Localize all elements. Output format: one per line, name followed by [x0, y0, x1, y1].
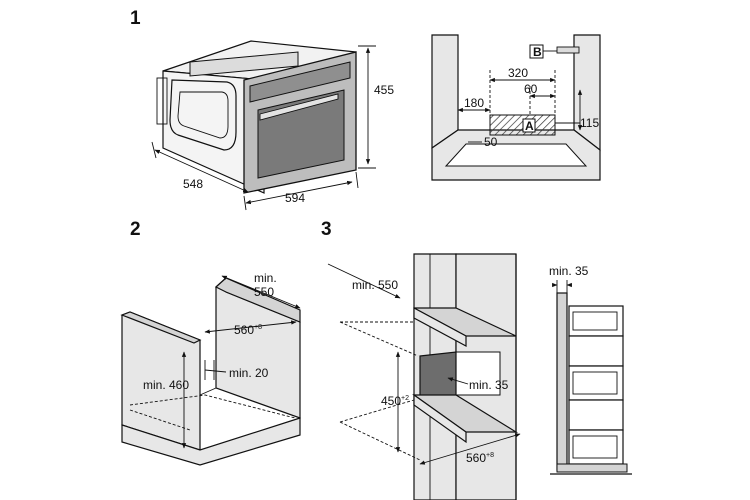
- oven-width-label: 594: [285, 191, 305, 205]
- tall-min550-label: min. 550: [352, 278, 398, 292]
- step-number-2: 2: [130, 219, 141, 240]
- dim-320-label: 320: [508, 66, 528, 80]
- dim-60-label: 60: [524, 82, 538, 96]
- label-b: B: [533, 45, 542, 59]
- undercounter-min550-line2: 550: [254, 285, 274, 299]
- label-a: A: [525, 119, 534, 133]
- cabinet-front-view: [431, 34, 601, 181]
- undercounter-width-label: 560+8: [234, 323, 262, 337]
- side-view-drawing: [550, 280, 632, 475]
- undercounter-min20-label: min. 20: [229, 366, 269, 380]
- dim-115-label: 115: [580, 116, 599, 130]
- tall-unit-drawing: [327, 253, 521, 500]
- step-number-1: 1: [130, 8, 141, 29]
- oven-height-label: 455: [374, 83, 394, 97]
- undercounter-min460-label: min. 460: [143, 378, 189, 392]
- tall-min35-label: min. 35: [469, 378, 509, 392]
- step-number-3: 3: [321, 219, 332, 240]
- tall-height-label: 450+2: [381, 394, 409, 408]
- tall-width-label: 560+8: [466, 451, 494, 465]
- undercounter-min550-line1: min.: [254, 271, 277, 285]
- dim-50-label: 50: [484, 135, 498, 149]
- oven-isometric-drawing: [151, 40, 376, 211]
- side-min35-label: min. 35: [549, 264, 589, 278]
- undercounter-cabinet-drawing: [120, 275, 301, 466]
- dim-180-label: 180: [464, 96, 484, 110]
- oven-depth-label: 548: [183, 177, 203, 191]
